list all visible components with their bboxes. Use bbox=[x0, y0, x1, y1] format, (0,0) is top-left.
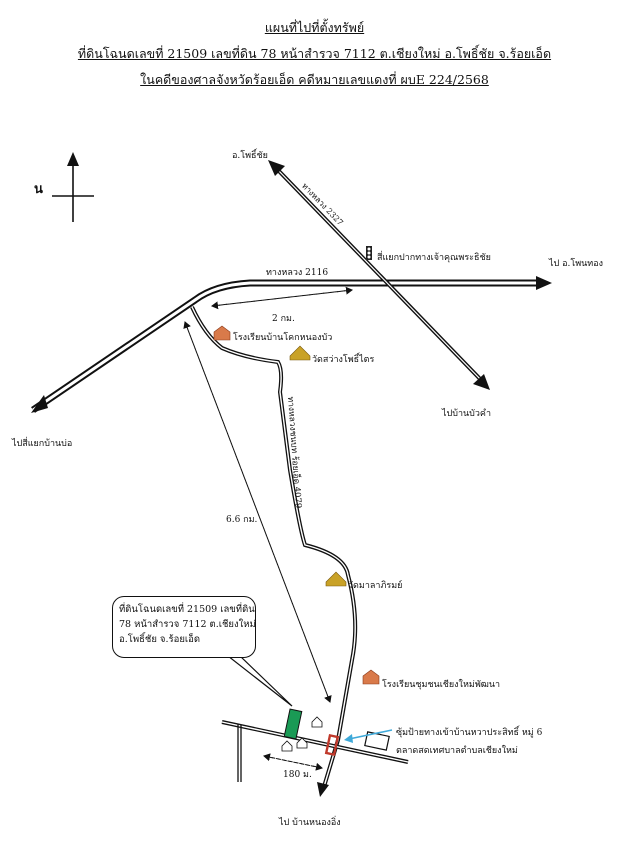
distance-180m-line bbox=[263, 753, 323, 771]
distance-2km-line bbox=[211, 286, 353, 310]
distance-6.6km-label: 6.6 กม. bbox=[226, 515, 258, 525]
highway-2116-label: ทางหลวง 2116 bbox=[266, 268, 329, 278]
callout-line-2: 78 หน้าสำรวจ 7112 ต.เชียงใหม่ bbox=[119, 619, 256, 630]
to-ban-bo-label: ไปสี่แยกบ้านบ่อ bbox=[12, 439, 73, 449]
to-phochai-label: อ.โพธิ์ชัย bbox=[232, 151, 268, 161]
rural-road-4079 bbox=[190, 306, 358, 797]
to-ban-bua-kham-label: ไปบ้านบัวคำ bbox=[442, 409, 491, 419]
property-plot-marker bbox=[283, 708, 303, 740]
highway-2327-road bbox=[268, 160, 490, 390]
distance-6.6km-line bbox=[183, 321, 332, 703]
map-title: แผนที่ไปที่ตั้งทรัพย์ bbox=[264, 20, 365, 35]
highway-2116-road bbox=[31, 276, 552, 413]
north-arrow-icon bbox=[52, 152, 94, 222]
local-road bbox=[221, 720, 409, 782]
market-building bbox=[364, 731, 390, 751]
village-arch-label: ซุ้มป้ายทางเข้าบ้านหวาประสิทธิ์ หมู่ 6 bbox=[396, 728, 543, 738]
temple-2-label: วัดมาลาภิรมย์ bbox=[348, 581, 403, 591]
village-arch-marker bbox=[324, 733, 340, 757]
intersection-label: สี่แยกปากทางเจ้าคุณพระธิชัย bbox=[377, 253, 491, 263]
distance-2km-label: 2 กม. bbox=[272, 314, 295, 324]
callout-pointer bbox=[226, 655, 293, 707]
temple-icon bbox=[289, 345, 347, 587]
school-2-label: โรงเรียนชุมชนเชียงใหม่พัฒนา bbox=[382, 680, 501, 690]
school-1-label: โรงเรียนบ้านโคกหนองบัว bbox=[233, 333, 333, 343]
property-callout: ที่ดินโฉนดเลขที่ 21509 เลขที่ดิน 78 หน้า… bbox=[112, 596, 256, 658]
property-description: ที่ดินโฉนดเลขที่ 21509 เลขที่ดิน 78 หน้า… bbox=[77, 46, 552, 61]
to-ban-nong-ing-label: ไป บ้านหนองอิ่ง bbox=[279, 818, 341, 828]
school-icon bbox=[213, 325, 380, 685]
north-label: น bbox=[34, 182, 43, 197]
traffic-light-icon bbox=[366, 246, 372, 260]
temple-1-label: วัดสว่างโพธิ์ไตร bbox=[312, 355, 375, 365]
callout-line-1: ที่ดินโฉนดเลขที่ 21509 เลขที่ดิน bbox=[119, 604, 255, 615]
to-phanthong-label: ไป อ.โพนทอง bbox=[549, 259, 604, 269]
house-icon bbox=[281, 716, 323, 752]
market-label: ตลาดสดเทศบาลตำบลเชียงใหม่ bbox=[396, 746, 518, 756]
callout-line-3: อ.โพธิ์ชัย จ.ร้อยเอ็ด bbox=[119, 634, 201, 645]
distance-180m-label: 180 ม. bbox=[283, 770, 312, 780]
arch-pointer-arrow-icon bbox=[344, 729, 393, 743]
case-number: ในคดีของศาลจังหวัดร้อยเอ็ด คดีหมายเลขแดง… bbox=[140, 72, 489, 87]
